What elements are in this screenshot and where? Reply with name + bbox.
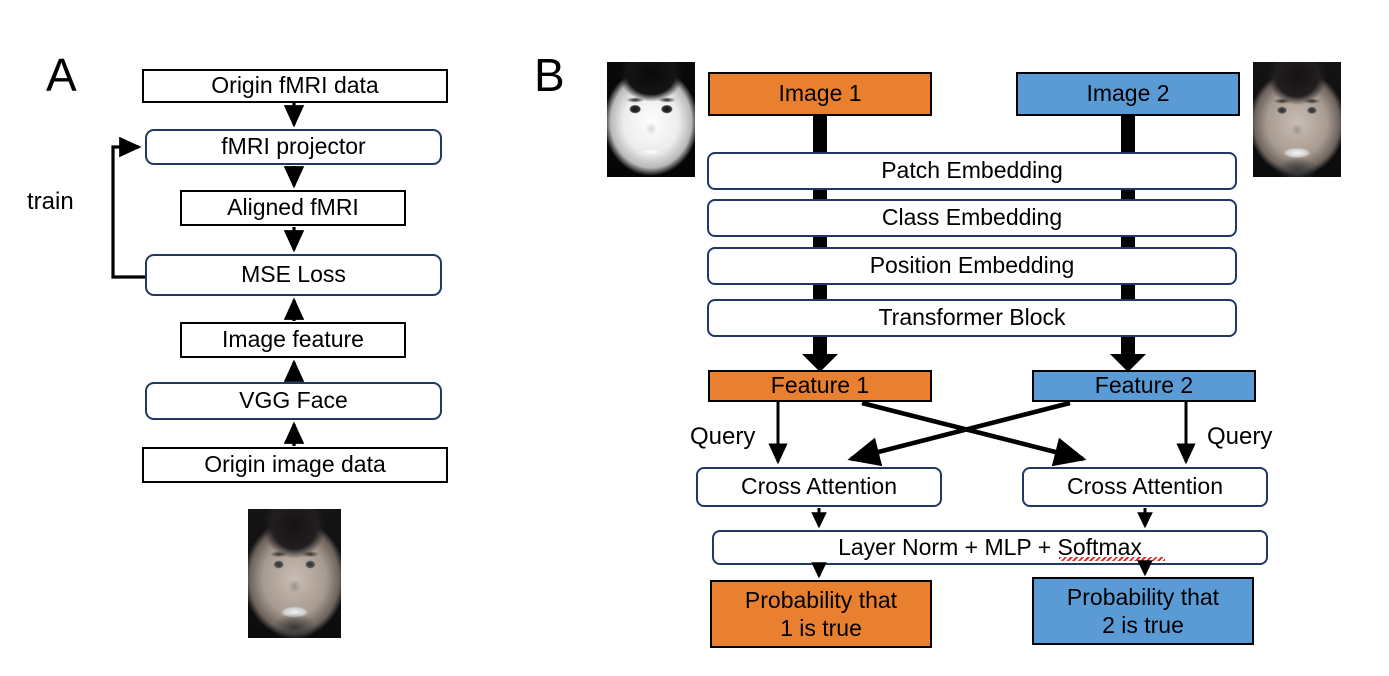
train-loop-label: train	[27, 188, 74, 215]
node-mse-loss: MSE Loss	[145, 254, 442, 296]
node-cross-attention-right: Cross Attention	[1022, 467, 1268, 507]
node-position-embedding: Position Embedding	[707, 247, 1237, 285]
train-feedback-loop	[111, 136, 145, 279]
node-fmri-projector-label: fMRI projector	[221, 133, 366, 160]
node-transformer-block: Transformer Block	[707, 299, 1237, 337]
node-feature-1: Feature 1	[708, 370, 932, 402]
node-feature-2: Feature 2	[1032, 370, 1256, 402]
node-probability-1-line2: 1 is true	[780, 615, 862, 641]
node-vgg-face-label: VGG Face	[239, 387, 348, 414]
node-patch-embedding-label: Patch Embedding	[881, 157, 1063, 184]
node-origin-image-data: Origin image data	[142, 447, 448, 483]
node-probability-2-line2: 2 is true	[1102, 612, 1184, 638]
node-image-2-label: Image 2	[1086, 80, 1170, 107]
node-image-2: Image 2	[1016, 72, 1240, 116]
node-layer-norm-mlp-softmax-label: Layer Norm + MLP + Softmax	[838, 533, 1142, 560]
node-class-embedding: Class Embedding	[707, 199, 1237, 237]
query-label-left: Query	[690, 423, 756, 450]
node-image-1: Image 1	[708, 72, 932, 116]
node-layer-norm-mlp-softmax: Layer Norm + MLP + Softmax	[712, 530, 1268, 565]
node-cross-attention-left: Cross Attention	[696, 467, 942, 507]
node-probability-1: Probability that 1 is true	[710, 580, 932, 648]
panel-a-letter: A	[46, 49, 77, 101]
node-image-feature-label: Image feature	[222, 326, 364, 353]
face-thumbnail-image-1	[607, 62, 695, 177]
node-feature-1-label: Feature 1	[770, 372, 870, 399]
node-mse-loss-label: MSE Loss	[241, 261, 346, 288]
node-cross-attention-right-label: Cross Attention	[1067, 473, 1223, 500]
face-thumbnail-image-2	[1253, 62, 1341, 177]
face-thumbnail-panel-a	[248, 509, 341, 638]
node-aligned-fmri: Aligned fMRI	[180, 190, 406, 226]
thick-arrow-transformer-to-feature1	[802, 337, 838, 372]
node-feature-2-label: Feature 2	[1094, 372, 1194, 399]
node-vgg-face: VGG Face	[145, 382, 442, 420]
node-cross-attention-left-label: Cross Attention	[741, 473, 897, 500]
node-probability-2: Probability that 2 is true	[1032, 577, 1254, 645]
arrow-feature1-to-cross-right	[861, 400, 1087, 467]
node-transformer-block-label: Transformer Block	[878, 304, 1066, 331]
node-aligned-fmri-label: Aligned fMRI	[227, 194, 359, 221]
node-probability-2-line1: Probability that	[1066, 583, 1220, 610]
node-origin-image-data-label: Origin image data	[204, 451, 386, 478]
query-label-right: Query	[1207, 423, 1273, 450]
node-probability-1-line1: Probability that	[744, 586, 898, 613]
thick-arrow-transformer-to-feature2	[1110, 337, 1146, 372]
node-origin-fmri-data-label: Origin fMRI data	[211, 72, 379, 99]
node-origin-fmri-data: Origin fMRI data	[142, 69, 448, 103]
spellcheck-underline-softmax	[1059, 557, 1165, 561]
node-image-1-label: Image 1	[778, 80, 862, 107]
node-patch-embedding: Patch Embedding	[707, 152, 1237, 190]
panel-b-letter: B	[534, 49, 565, 101]
node-class-embedding-label: Class Embedding	[881, 204, 1063, 231]
node-position-embedding-label: Position Embedding	[869, 252, 1075, 279]
arrow-feature2-to-cross-left	[847, 400, 1071, 467]
node-fmri-projector: fMRI projector	[145, 129, 442, 165]
node-image-feature: Image feature	[180, 322, 406, 358]
